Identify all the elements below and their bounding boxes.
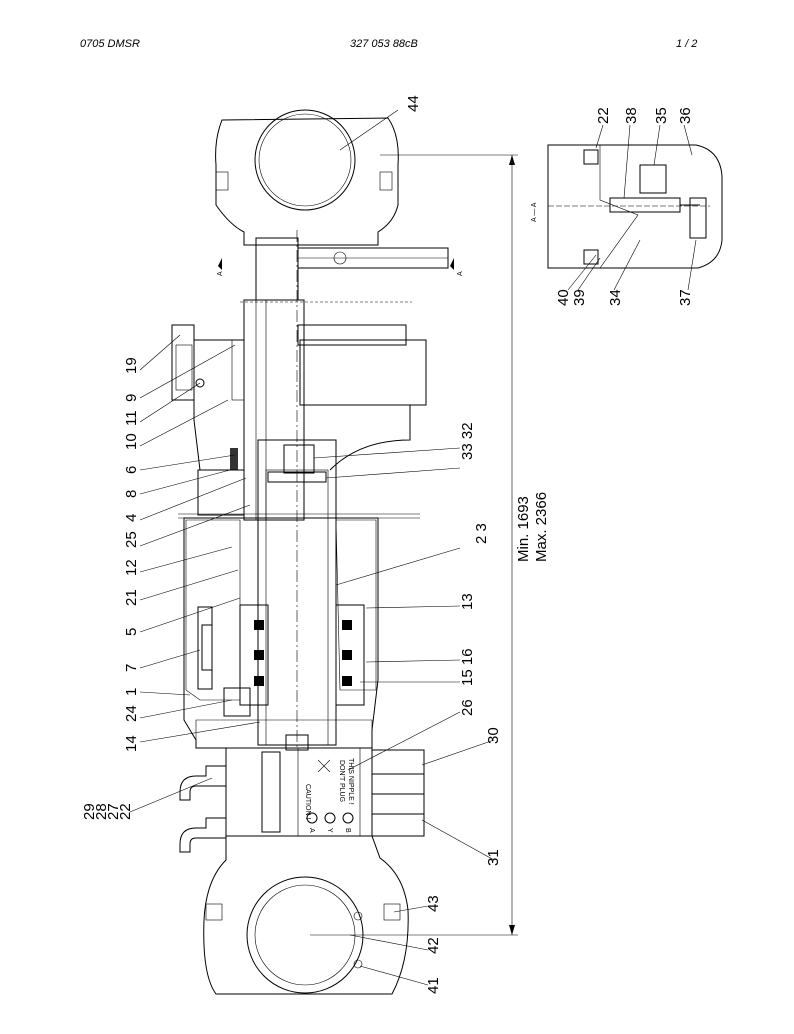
header-doc-code: 0705 DMSR (80, 38, 140, 50)
callout-22-detail: 22 (595, 107, 612, 124)
callout-35: 35 (653, 107, 670, 124)
callout-12: 12 (123, 559, 140, 576)
callout-14: 14 (123, 735, 140, 752)
plate-caution: CAUTION ! (304, 784, 311, 819)
plate-line2: THIS NIPPLE ! (347, 758, 354, 805)
callout-4: 4 (123, 514, 140, 522)
callout-42: 42 (425, 937, 442, 954)
callout-38: 38 (623, 107, 640, 124)
rod-upper-end (240, 237, 449, 521)
dim-min: Min. 1693 (515, 496, 532, 562)
top-clevis (215, 109, 399, 246)
dim-max: Max. 2366 (533, 492, 550, 562)
callout-30: 30 (485, 727, 502, 744)
callout-7: 7 (123, 664, 140, 672)
callout-1: 1 (123, 688, 140, 696)
callout-28: 28 (93, 803, 110, 820)
callout-37: 37 (677, 289, 694, 306)
barrel (183, 230, 379, 751)
callout-2-3: 2 3 (473, 523, 490, 544)
callout-10: 10 (123, 433, 140, 450)
callout-19: 19 (123, 357, 140, 374)
callout-27: 27 (105, 803, 122, 820)
callout-36: 36 (677, 107, 694, 124)
section-a-a-detail (547, 144, 723, 269)
leader-lines (129, 109, 697, 986)
header-drawing-number: 327 053 88cB (350, 38, 418, 50)
callout-13: 13 (459, 593, 476, 610)
callout-24: 24 (123, 705, 140, 722)
callout-40: 40 (555, 289, 572, 306)
callout-22: 22 (117, 803, 134, 820)
header-page-number: 1 / 2 (676, 38, 698, 50)
callout-11: 11 (123, 410, 140, 426)
callout-31: 31 (485, 849, 502, 866)
gland-housing (171, 324, 420, 519)
plate-port-b: B (344, 828, 351, 833)
callout-29: 29 (81, 803, 98, 820)
callout-numbers: 44 22 38 35 36 40 39 34 37 19 9 11 10 6 … (81, 95, 694, 994)
section-marker-left: A (217, 271, 224, 276)
callout-34: 34 (607, 289, 624, 306)
plate-port-a: A (308, 828, 315, 833)
callout-9: 9 (123, 394, 140, 402)
callout-25: 25 (123, 531, 140, 548)
callout-33-32: 33 32 (459, 422, 476, 460)
callout-26: 26 (459, 699, 476, 716)
callout-15-16: 15 16 (459, 648, 476, 686)
callout-39: 39 (571, 289, 588, 306)
callout-8: 8 (123, 490, 140, 498)
bottom-clevis (203, 835, 409, 995)
plate-line1: DON'T PLUG (338, 760, 345, 802)
callout-6: 6 (123, 466, 140, 474)
section-title: A — A (531, 202, 538, 222)
callout-21: 21 (123, 589, 140, 606)
callout-5: 5 (123, 628, 140, 636)
section-marker-right: A (457, 271, 464, 276)
callout-41: 41 (425, 977, 442, 994)
callout-44: 44 (405, 95, 422, 112)
stroke-dimension (310, 154, 518, 936)
callout-43: 43 (425, 895, 442, 912)
plate-port-y: Y (326, 828, 333, 833)
